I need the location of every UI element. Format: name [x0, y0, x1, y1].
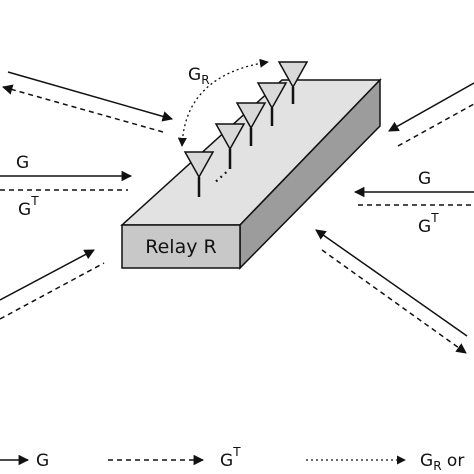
right-gt-label: GT — [418, 211, 439, 237]
left-top-solid-arrow — [7, 71, 174, 122]
left-bottom-solid-arrow — [0, 249, 95, 301]
right-g-label: G — [418, 169, 431, 189]
relay-box-front — [121, 224, 241, 269]
legend: G GT GR or — [0, 445, 464, 473]
legend-solid-label: G — [36, 451, 49, 471]
left-g-label: G — [16, 153, 29, 173]
right-top-solid-arrow — [388, 82, 474, 132]
relay-gain-label: GR — [188, 65, 210, 87]
left-gt-label: GT — [18, 194, 39, 220]
antenna-icon — [183, 151, 215, 197]
legend-dotted-label: GR or — [420, 451, 464, 473]
antenna-icon — [277, 61, 309, 104]
left-bottom-dashed-line — [0, 262, 105, 320]
legend-dashed-label: GT — [220, 445, 241, 471]
left-top-dashed-arrow — [1, 84, 164, 133]
right-top-dashed-line — [397, 103, 474, 147]
relay-box: Relay R — [120, 78, 382, 270]
right-bottom-solid-arrow — [315, 229, 468, 337]
relay-label: Relay R — [145, 236, 216, 258]
relay-gain-arrow — [177, 58, 269, 147]
right-bottom-dashed-arrow — [321, 249, 467, 354]
